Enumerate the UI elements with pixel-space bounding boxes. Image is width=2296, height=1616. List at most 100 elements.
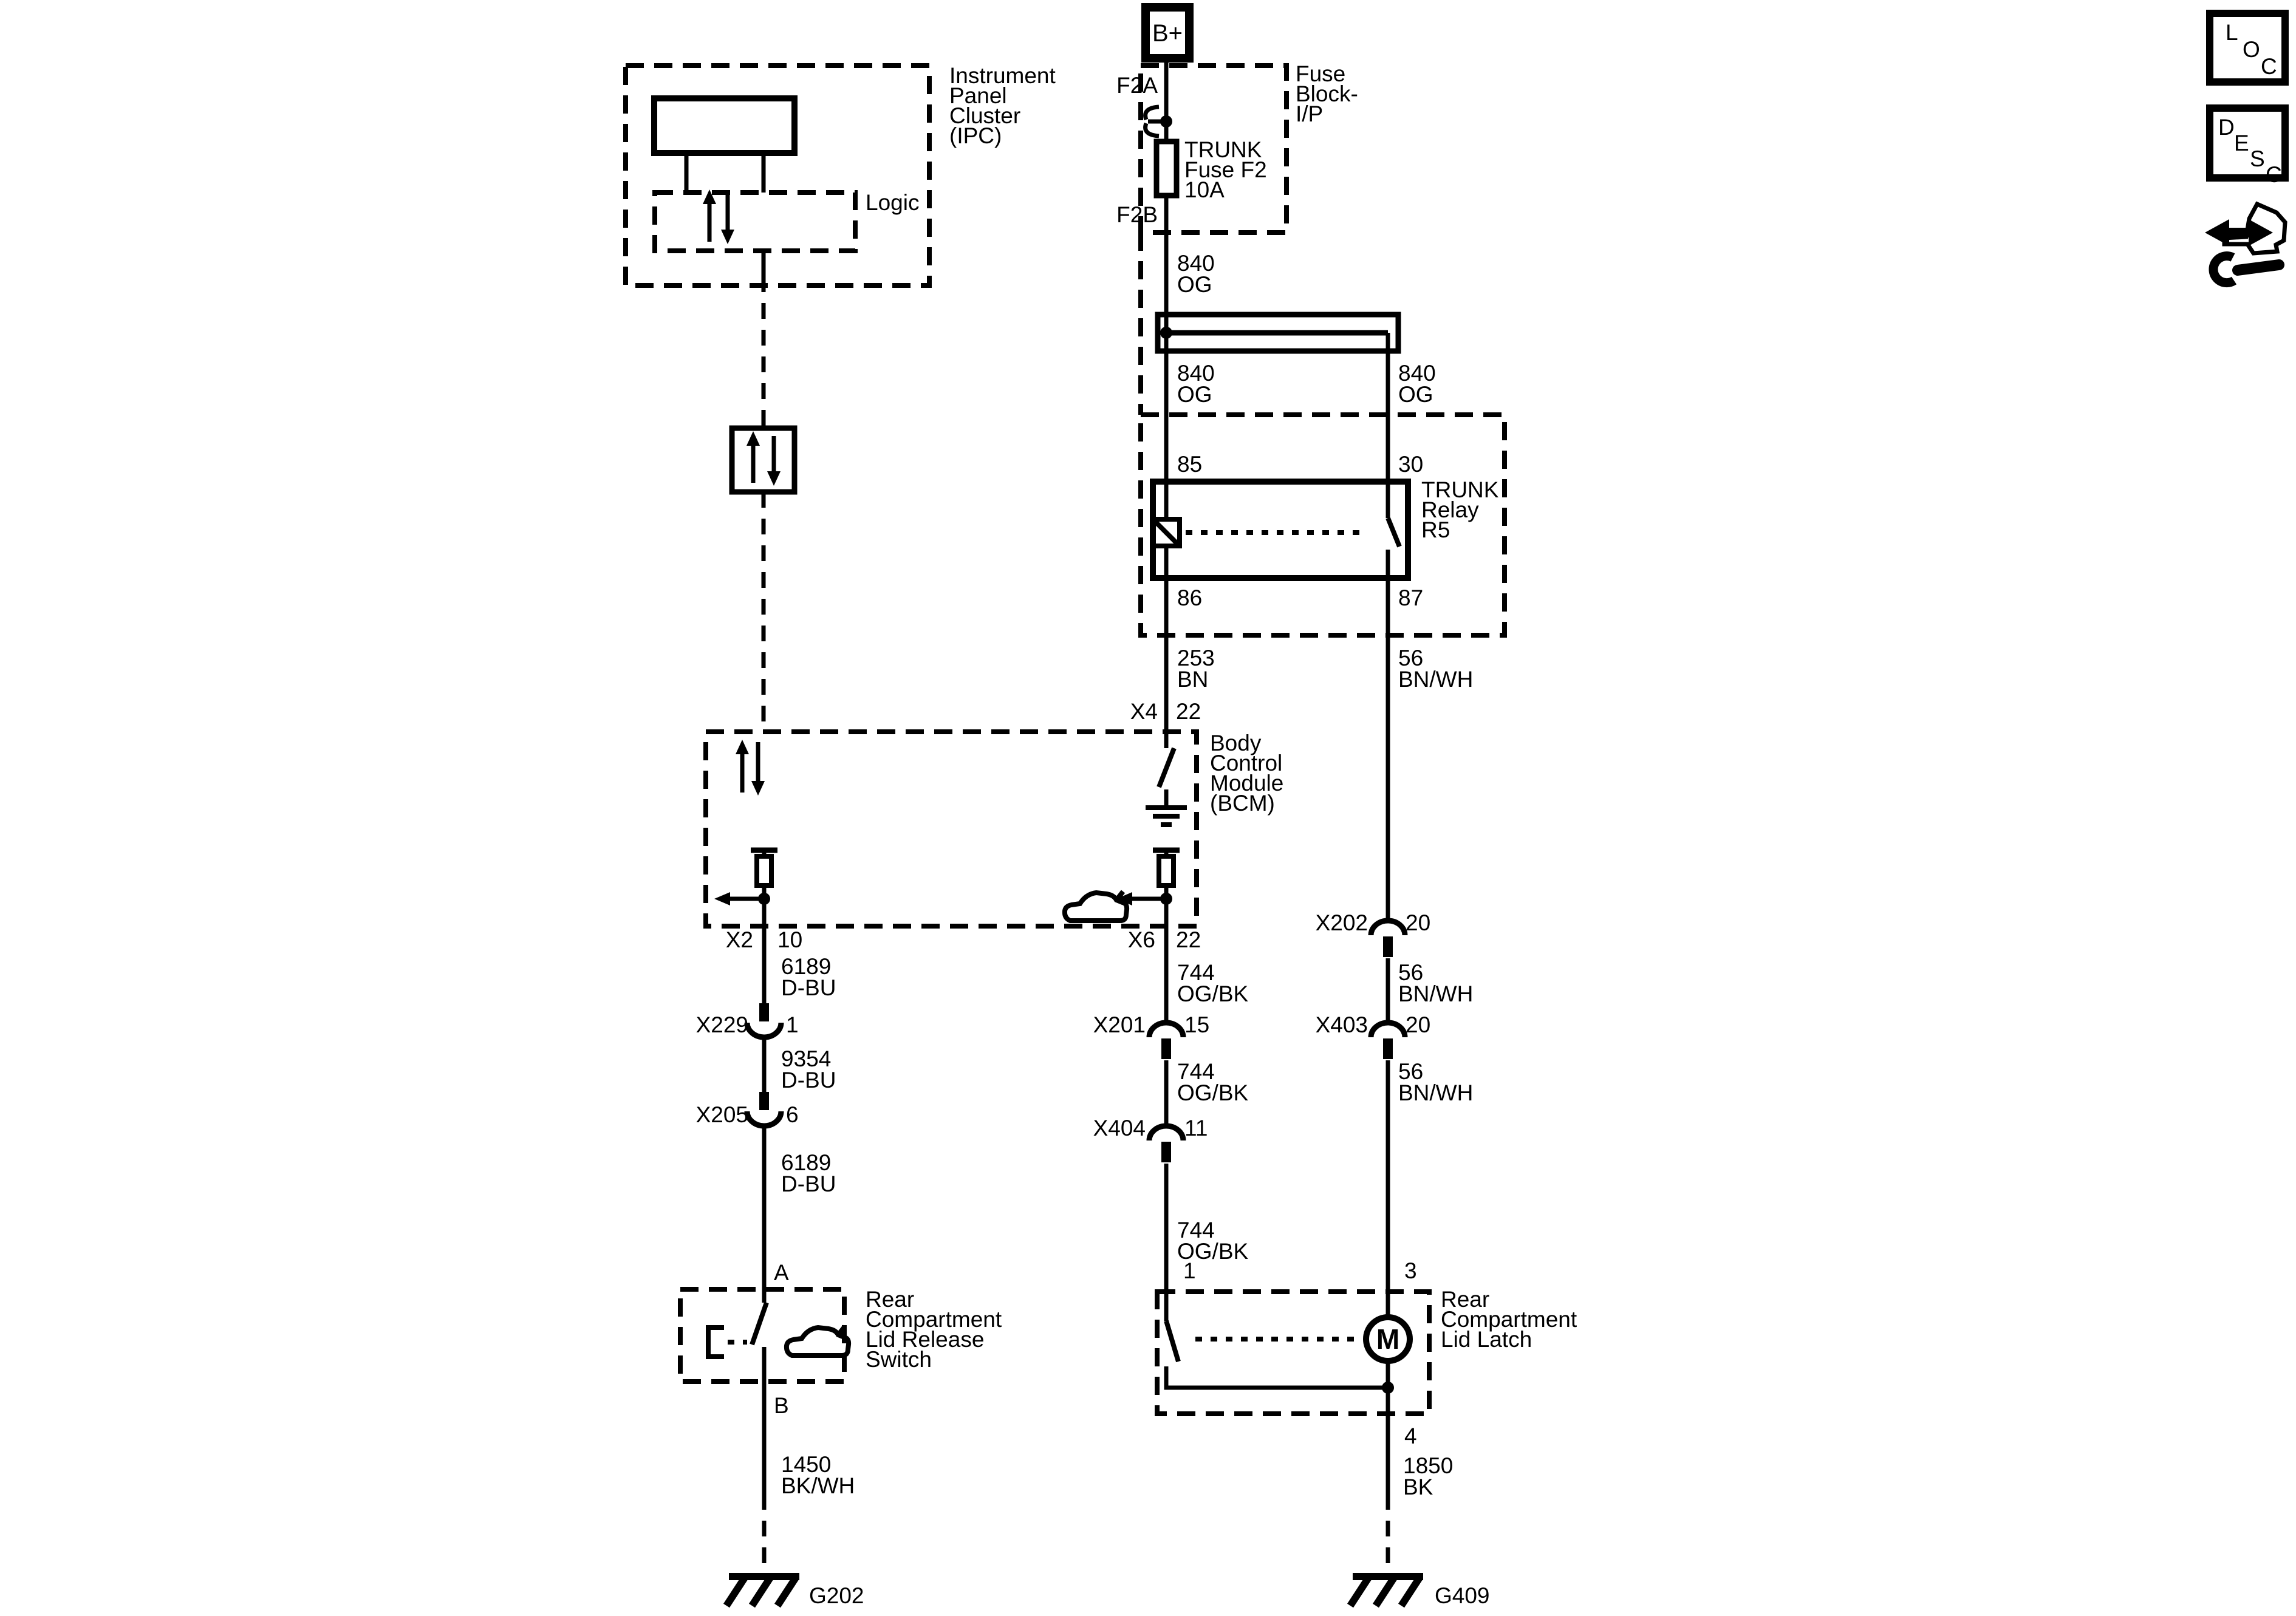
lid-latch: M Rear Compartment Lid Latch — [1155, 1287, 1577, 1416]
wire-label-56-2a: 56 — [1398, 960, 1423, 985]
car-open-trunk-icon — [1062, 890, 1130, 923]
wire-label-744-2a: 744 — [1177, 1059, 1215, 1084]
connector-x201-name: X201 — [1093, 1012, 1146, 1037]
splice-junction-dot — [1160, 327, 1172, 339]
serial-box — [729, 425, 798, 495]
wire-label-56-3a: 56 — [1398, 1059, 1423, 1084]
wire-label-253b: BN — [1177, 667, 1208, 692]
loc-letter-l: L — [2226, 20, 2238, 45]
release-switch-blade — [750, 1301, 769, 1346]
bcm-label-line2: Control — [1210, 751, 1282, 776]
ipc-logic-label: Logic — [866, 190, 919, 215]
fuse-label-line1: TRUNK — [1184, 137, 1262, 162]
wire-label-840-1b: OG — [1177, 272, 1212, 297]
bcm-label-line3: Module — [1210, 771, 1283, 796]
relay-pin-87: 87 — [1398, 585, 1423, 610]
fuse-feed-tap-icon — [1143, 104, 1172, 138]
connector-x229-socket-icon — [744, 1022, 784, 1040]
bcm-right-signal-arrow-icon — [1116, 892, 1132, 905]
lid-latch-label-line1: Rear — [1441, 1287, 1489, 1312]
relay-pin-86: 86 — [1177, 585, 1202, 610]
bcm-box — [703, 729, 1199, 929]
relay-body-box — [1150, 479, 1411, 581]
release-switch-label-line3: Lid Release — [866, 1327, 984, 1352]
wire-label-840-2b: OG — [1177, 382, 1212, 407]
connector-x2-pin: 10 — [777, 927, 802, 952]
wire-label-9354a: 9354 — [781, 1046, 831, 1071]
desc-letter-c: C — [2266, 162, 2282, 187]
loc-letter-c: C — [2261, 54, 2277, 79]
serial-down-arrow-icon — [767, 471, 781, 486]
lid-latch-box — [1155, 1289, 1432, 1416]
relay-label-line1: TRUNK — [1421, 477, 1499, 502]
repair-info-icon[interactable] — [2205, 201, 2287, 288]
bcm-driver-switch — [1146, 747, 1187, 827]
ipc-label-line1: Instrument — [949, 63, 1056, 88]
serial-data-box — [729, 425, 798, 495]
wire-label-840-3a: 840 — [1398, 361, 1436, 386]
connector-x2-name: X2 — [726, 927, 753, 952]
wire-latch-internal — [1164, 1366, 1388, 1390]
ipc-display-stems — [684, 153, 766, 193]
bcm-module: Body Control Module (BCM) — [703, 729, 1283, 929]
latch-switch-blade — [1164, 1320, 1181, 1363]
relay-coil-icon — [1150, 517, 1182, 548]
switch-pin-b: B — [774, 1393, 789, 1418]
connector-x4-pin: 22 — [1176, 699, 1201, 724]
relay-contact-blade — [1385, 517, 1402, 548]
ground-g202: G202 — [723, 1573, 864, 1608]
lid-latch-label-line2: Compartment — [1441, 1307, 1577, 1332]
desc-button[interactable]: D E S C — [2206, 104, 2289, 187]
splice-outer-box — [1155, 312, 1401, 354]
fuse-block-label-line3: I/P — [1296, 101, 1323, 126]
wire-label-1450b: BK/WH — [781, 1473, 855, 1498]
connector-x205-socket-icon — [744, 1111, 784, 1129]
connector-x229-name: X229 — [696, 1012, 748, 1037]
wire-label-56-1a: 56 — [1398, 646, 1423, 670]
wire-label-744-1a: 744 — [1177, 960, 1215, 985]
latch-junction-dot — [1382, 1382, 1394, 1394]
ipc-label-line4: (IPC) — [949, 123, 1002, 148]
wire-label-744-1b: OG/BK — [1177, 981, 1249, 1006]
ground-g409: G409 — [1347, 1573, 1490, 1608]
wire-label-840-3b: OG — [1398, 382, 1433, 407]
release-switch-label-line2: Compartment — [866, 1307, 1002, 1332]
inline-connector-x404: X404 11 — [1093, 1116, 1208, 1162]
wire-label-56-3b: BN/WH — [1398, 1080, 1473, 1105]
connector-x202-socket-icon — [1368, 918, 1408, 936]
connector-x403-pin: 20 — [1406, 1012, 1430, 1037]
ipc-logic-box — [652, 190, 858, 253]
bcm-driver-blade — [1157, 747, 1177, 788]
connector-x403-socket-icon — [1368, 1020, 1408, 1038]
loc-letter-o: O — [2243, 37, 2260, 62]
ground-symbol-g202 — [723, 1573, 799, 1608]
wire-label-840-2a: 840 — [1177, 361, 1215, 386]
connector-x6-pin: 22 — [1176, 927, 1201, 952]
wire-label-1850a: 1850 — [1403, 1453, 1453, 1478]
fuse-f2-symbol — [1153, 138, 1180, 199]
desc-letter-s: S — [2250, 146, 2265, 171]
corner-icons: L O C D E S C — [2205, 10, 2289, 288]
ground-g409-label: G409 — [1435, 1583, 1490, 1608]
connector-x404-pin: 11 — [1184, 1116, 1208, 1140]
ipc-box — [623, 63, 932, 288]
connector-x6-name: X6 — [1128, 927, 1155, 952]
wire-label-744-3a: 744 — [1177, 1218, 1215, 1243]
inline-connector-x229: X229 1 — [696, 1003, 799, 1040]
bcm-right-resistor — [1157, 854, 1176, 888]
trunk-relay: 85 30 TRUNK Relay R5 86 87 — [1138, 412, 1507, 638]
bcm-left-resistor — [754, 854, 774, 888]
lid-latch-label-line3: Lid Latch — [1441, 1327, 1532, 1352]
fuse-pin-f2b: F2B — [1116, 202, 1158, 227]
loc-box — [2206, 10, 2289, 86]
fuse-block-label-line2: Block- — [1296, 81, 1358, 106]
wrench-head-icon — [2209, 251, 2237, 288]
double-arrow-icon — [2205, 219, 2273, 246]
latch-motor-circle — [1363, 1314, 1413, 1364]
loc-button[interactable]: L O C — [2206, 10, 2289, 86]
car-open-trunk-icon — [784, 1325, 852, 1358]
splice-pack — [1155, 312, 1401, 354]
ipc-label-line3: Cluster — [949, 103, 1020, 128]
release-switch-label-line1: Rear — [866, 1287, 914, 1312]
